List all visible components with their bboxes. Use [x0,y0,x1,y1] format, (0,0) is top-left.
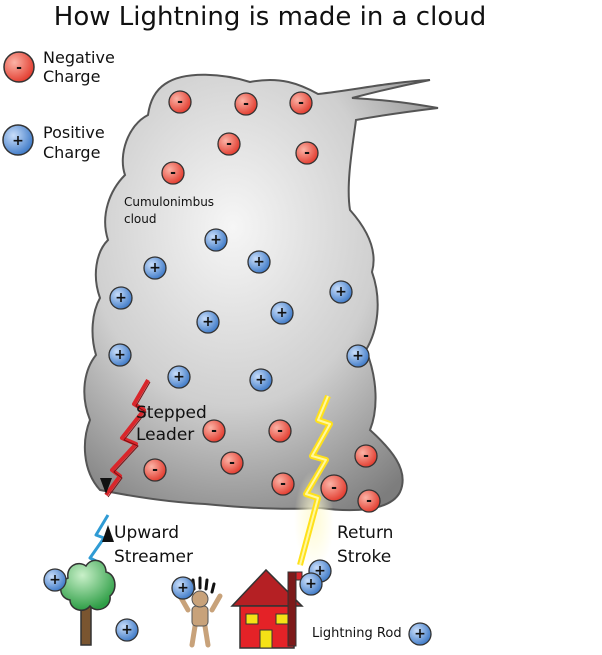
svg-text:+: + [314,563,326,579]
positive-charge-icon: + [204,228,228,252]
upward-streamer-label-line2: Streamer [114,547,193,567]
svg-text:-: - [226,136,232,152]
svg-text:+: + [115,290,127,306]
negative-symbol: - [16,60,22,76]
positive-charge-icon: + [143,256,167,280]
positive-label-line2: Charge [43,143,100,162]
svg-text:-: - [243,96,249,112]
svg-text:-: - [211,423,217,439]
svg-text:-: - [304,145,310,161]
lightning-rod-icon [287,571,303,647]
house-icon [230,568,304,649]
negative-charge-icon: - [143,458,167,482]
upward-streamer-label-line1: Upward [114,523,179,543]
svg-text:-: - [170,165,176,181]
svg-text:-: - [277,423,283,439]
negative-charge-icon: - [168,90,192,114]
charges-layer: --------------+++++++++++++++++ [43,90,432,646]
svg-text:+: + [114,347,126,363]
positive-charge-icon: + [329,280,353,304]
positive-charge-icon: + [247,250,271,274]
negative-label-line2: Charge [43,67,100,86]
svg-text:+: + [414,626,426,642]
svg-text:+: + [255,372,267,388]
negative-charge-icon: - [217,132,241,156]
svg-text:-: - [331,480,337,496]
negative-charge-icon: - [354,444,378,468]
svg-text:+: + [352,348,364,364]
return-stroke-label-line2: Stroke [337,547,391,567]
svg-text:+: + [210,232,222,248]
positive-charge-icon: + [196,310,220,334]
svg-text:+: + [177,580,189,596]
positive-charge-icon: + [108,343,132,367]
positive-charge-icon: + [171,576,195,600]
stepped-leader-label-line1: Stepped [136,403,207,423]
svg-text:+: + [173,369,185,385]
legend-negative: - Negative Charge [3,48,115,86]
house-window-left [245,613,259,625]
house-window-right [275,613,289,625]
svg-text:-: - [177,94,183,110]
svg-text:-: - [298,95,304,111]
cloud-label-line1: Cumulonimbus [124,195,214,209]
cloud-label-line2: cloud [124,212,157,226]
positive-charge-icon [2,124,34,156]
positive-charge-icon: + [43,568,67,592]
svg-text:+: + [335,284,347,300]
house-door [259,629,273,649]
negative-charge-icon: - [271,472,295,496]
svg-text:-: - [366,493,372,509]
return-stroke-label-line1: Return [337,523,393,543]
positive-charge-icon: + [270,301,294,325]
negative-charge-icon: - [295,141,319,165]
stepped-leader-shadow [107,381,151,498]
negative-charge-icon: - [220,451,244,475]
negative-charge-icon: - [289,91,313,115]
page-title: How Lightning is made in a cloud [54,2,486,32]
svg-text:+: + [253,254,265,270]
positive-symbol: + [12,133,24,149]
svg-text:+: + [49,572,61,588]
svg-text:+: + [305,576,317,592]
negative-charge-icon: - [357,489,381,513]
arrow-down-icon [100,478,112,494]
legend-positive: + Positive Charge [2,123,105,162]
negative-charge-icon: - [161,161,185,185]
positive-charge-icon: + [346,344,370,368]
negative-charge-icon: - [234,92,258,116]
positive-charge-icon: + [299,572,323,596]
svg-text:-: - [280,476,286,492]
stepped-leader-label-line2: Leader [136,425,194,445]
negative-charge-icon [3,51,35,83]
svg-text:-: - [363,448,369,464]
lightning-rod-label: Lightning Rod [312,626,402,641]
positive-charge-icon: + [249,368,273,392]
positive-charge-icon: + [109,286,133,310]
positive-label-line1: Positive [43,123,105,142]
negative-charge-icon: - [202,419,226,443]
svg-text:+: + [276,305,288,321]
negative-label-line1: Negative [43,48,115,67]
arrow-up-icon [102,525,114,542]
positive-charge-icon: + [115,618,139,642]
svg-text:+: + [121,622,133,638]
positive-charge-icon: + [408,622,432,646]
svg-text:-: - [229,455,235,471]
svg-text:-: - [152,462,158,478]
return-stroke-core [299,395,331,566]
positive-charge-icon: + [167,365,191,389]
svg-text:+: + [149,260,161,276]
negative-charge-icon: - [320,474,348,502]
negative-charge-icon: - [268,419,292,443]
tree-icon [60,559,116,646]
svg-text:+: + [202,314,214,330]
